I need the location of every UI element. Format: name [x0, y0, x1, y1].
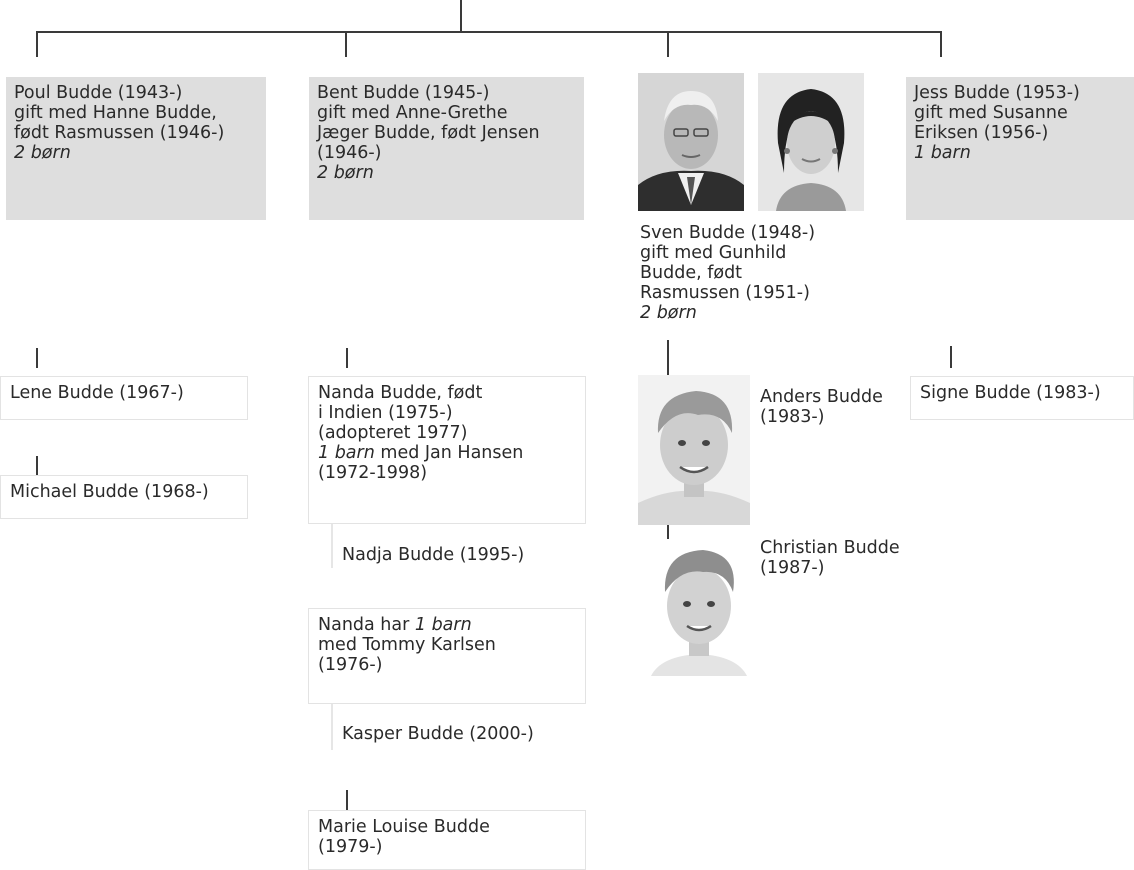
sven-line-1: gift med Gunhild — [640, 243, 787, 263]
bent-line-4: 2 børn — [317, 163, 374, 183]
nanda-line-3-segment-1: med Jan Hansen — [374, 443, 524, 463]
nadja-name: Nadja Budde (1995-) — [342, 545, 525, 565]
root-connector — [460, 0, 462, 32]
poul-line-0: Poul Budde (1943-) — [14, 83, 183, 103]
generation-connector — [36, 31, 942, 33]
sven-connector — [667, 31, 669, 57]
nanda-line-0: Nanda Budde, født — [318, 383, 576, 403]
nanda-line-0-segment-0: Nanda Budde, født — [318, 383, 483, 403]
person-card-signe: Signe Budde (1983-) — [910, 376, 1134, 420]
anders-christian-connector — [667, 519, 669, 539]
christian-photo — [641, 540, 758, 676]
signe-name: Signe Budde (1983-) — [920, 383, 1101, 403]
bent-line-2: Jæger Budde, født Jensen — [317, 123, 540, 143]
jess-line-1: gift med Susanne — [914, 103, 1068, 123]
sven-line-3: Rasmussen (1951-) — [640, 283, 810, 303]
anders-photo — [638, 375, 750, 525]
nanda2-line-0-segment-1: 1 barn — [414, 615, 472, 635]
poul-line-1: gift med Hanne Budde, — [14, 103, 217, 123]
nanda-line-4: (1972-1998) — [318, 463, 576, 483]
person-card-kasper: Kasper Budde (2000-) — [342, 724, 582, 744]
bent-line-1: gift med Anne-Grethe — [317, 103, 508, 123]
marie-connector — [346, 790, 348, 810]
marie-name: Marie Louise Budde — [318, 817, 490, 837]
nanda2-line-2: (1976-) — [318, 655, 576, 675]
lene-name: Lene Budde (1967-) — [10, 383, 184, 403]
jess-connector — [940, 31, 942, 57]
nanda2-line-0: Nanda har 1 barn — [318, 615, 576, 635]
marie-years: (1979-) — [318, 837, 383, 857]
poul-line-3: 2 børn — [14, 143, 71, 163]
nanda-line-4-segment-0: (1972-1998) — [318, 463, 428, 483]
sven-line-4: 2 børn — [640, 303, 697, 323]
nanda-line-1-segment-0: i Indien (1975-) — [318, 403, 453, 423]
person-card-christian: Christian Budde (1987-) — [760, 538, 920, 578]
anders-name: Anders Budde — [760, 387, 883, 407]
kasper-name: Kasper Budde (2000-) — [342, 724, 534, 744]
bent-line-0: Bent Budde (1945-) — [317, 83, 490, 103]
person-card-nadja: Nadja Budde (1995-) — [342, 545, 582, 565]
nanda2-line-0-segment-0: Nanda har — [318, 615, 415, 635]
nanda2-line-1-segment-0: med Tommy Karlsen — [318, 635, 496, 655]
jess-line-3: 1 barn — [914, 143, 971, 163]
poul-children-connector — [36, 348, 38, 368]
sven-photo — [638, 73, 744, 211]
poul-line-2: født Rasmussen (1946-) — [14, 123, 225, 143]
nanda-line-3-segment-0: 1 barn — [318, 443, 375, 463]
nanda2-line-2-segment-0: (1976-) — [318, 655, 383, 675]
sven-line-2: Budde, født — [640, 263, 743, 283]
person-card-lene: Lene Budde (1967-) — [0, 376, 248, 420]
person-card-michael: Michael Budde (1968-) — [0, 475, 248, 519]
nanda-line-3: 1 barn med Jan Hansen — [318, 443, 576, 463]
jess-children-connector — [950, 346, 952, 368]
kasper-connector — [331, 704, 333, 750]
poul-connector — [36, 31, 38, 57]
sven-line-0: Sven Budde (1948-) — [640, 223, 816, 243]
christian-name: Christian Budde — [760, 538, 900, 558]
lene-michael-connector — [36, 456, 38, 476]
nanda-line-2-segment-0: (adopteret 1977) — [318, 423, 468, 443]
nanda-line-1: i Indien (1975-) — [318, 403, 576, 423]
jess-line-0: Jess Budde (1953-) — [914, 83, 1080, 103]
nanda2-line-1: med Tommy Karlsen — [318, 635, 576, 655]
nanda-line-2: (adopteret 1977) — [318, 423, 576, 443]
christian-years: (1987-) — [760, 558, 825, 578]
sven-children-connector — [667, 340, 669, 376]
person-card-anders: Anders Budde (1983-) — [760, 387, 900, 427]
gunhild-photo — [758, 73, 864, 211]
anders-years: (1983-) — [760, 407, 825, 427]
nadja-connector — [331, 522, 333, 568]
michael-name: Michael Budde (1968-) — [10, 482, 209, 502]
person-card-marie: Marie Louise Budde (1979-) — [308, 810, 586, 870]
bent-line-3: (1946-) — [317, 143, 382, 163]
jess-line-2: Eriksen (1956-) — [914, 123, 1049, 143]
person-card-poul: Poul Budde (1943-)gift med Hanne Budde,f… — [6, 77, 266, 220]
bent-children-connector — [346, 348, 348, 368]
bent-connector — [345, 31, 347, 57]
